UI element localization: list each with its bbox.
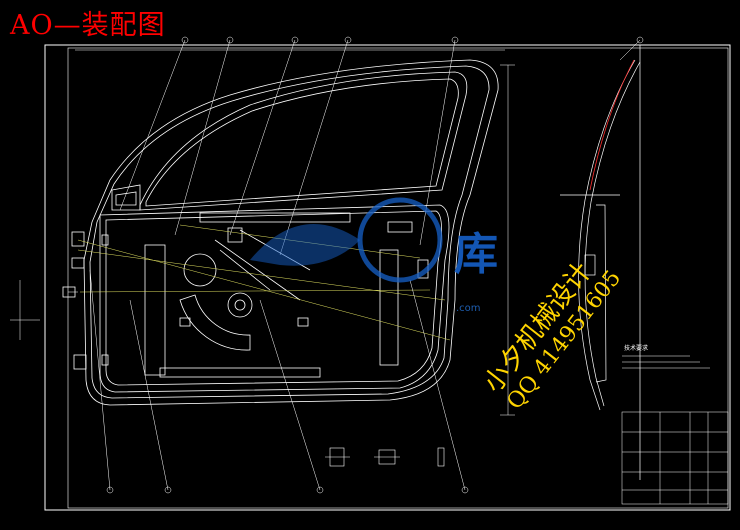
leader-lines [89,39,641,491]
title-block [621,411,729,505]
tech-requirements-label: 技术要求 [624,345,649,352]
tech-notes-lines [622,355,710,369]
detail-views [325,447,445,467]
sheet-border-outer [44,44,731,511]
door-main-view [62,59,499,406]
logo-ring [250,197,443,283]
dimension-lines [10,49,515,416]
drawing-title: AO—装配图 [10,10,166,41]
door-side-view [560,45,641,480]
logo-mark: 库 [454,229,498,280]
sheet-border-inner [67,47,729,509]
logo-suffix: .com [456,303,481,314]
guide-lines [77,224,451,341]
part-balloons [106,36,644,494]
section-line-red [589,59,635,191]
